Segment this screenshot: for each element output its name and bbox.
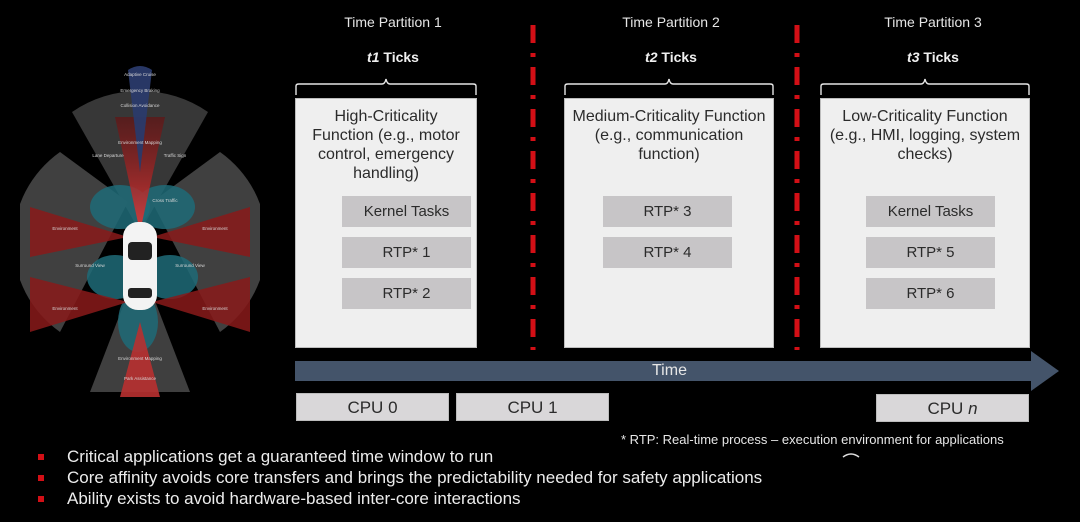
partition-1-brace [295,78,477,95]
partition-3-box: Low-Criticality Function (e.g., HMI, log… [820,98,1030,348]
partition-divider-1 [530,25,536,350]
bullet-item: Ability exists to avoid hardware-based i… [38,488,838,509]
cpu-1-box: CPU 1 [456,393,609,421]
partition-3-function: Low-Criticality Function (e.g., HMI, log… [829,108,1021,163]
label-park-assist: Park Assistance [124,376,157,381]
label-env-left-bottom: Environment [52,306,78,311]
label-env-right-top: Environment [202,226,228,231]
sensor-zones [20,66,260,397]
partition-2-ticks: t2 Ticks [571,49,771,65]
task-kernel-tasks: Kernel Tasks [342,196,471,227]
label-emergency-braking: Emergency Braking [120,88,160,93]
task-rtp-3: RTP* 3 [603,196,732,227]
partition-2-box: Medium-Criticality Function (e.g., commu… [564,98,774,348]
label-front-env-mapping: Environment Mapping [118,140,162,145]
task-rtp-4: RTP* 4 [603,237,732,268]
partition-2-brace [564,78,774,95]
label-lane-departure: Lane Departure [92,153,124,158]
partition-1-ticks: t1 Ticks [293,49,493,65]
partition-1-box: High-Criticality Function (e.g., motor c… [295,98,477,348]
ticks-word: Ticks [923,49,959,65]
partition-2-title: Time Partition 2 [622,14,720,30]
bullet-item: Critical applications get a guaranteed t… [38,446,838,467]
label-env-left-top: Environment [52,226,78,231]
cpu-id: 0 [388,398,398,417]
time-label: Time [652,362,687,379]
partition-1-title: Time Partition 1 [344,14,442,30]
decorative-arc-icon [842,453,860,458]
label-rear-env: Environment Mapping [118,356,162,361]
partition-divider-2 [794,25,800,350]
bullet-square-icon [38,453,44,460]
cpu-0-box: CPU 0 [296,393,449,421]
cpu-id: 1 [548,398,558,417]
bullet-square-icon [38,495,44,502]
ticks-var: t2 [645,49,658,65]
partition-2-function: Medium-Criticality Function (e.g., commu… [572,108,766,163]
bullet-text: Core affinity avoids core transfers and … [67,467,763,487]
time-arrow [295,351,1059,391]
label-traffic-sign: Traffic Sign [164,153,187,158]
cpu-prefix: CPU [507,398,544,417]
partition-3-ticks: t3 Ticks [833,49,1033,65]
label-surround-right: Surround View [175,263,205,268]
ticks-word: Ticks [661,49,697,65]
bullet-square-icon [38,474,44,481]
cpu-id: n [968,399,978,418]
car-icon [123,222,157,310]
label-env-right-bottom: Environment [202,306,228,311]
task-rtp-6: RTP* 6 [866,278,995,309]
task-kernel-tasks: Kernel Tasks [866,196,995,227]
label-adaptive-cruise: Adaptive Cruise [124,72,156,77]
task-rtp-2: RTP* 2 [342,278,471,309]
partition-3-brace [820,78,1030,95]
bullet-text: Ability exists to avoid hardware-based i… [67,488,521,508]
partition-3-title: Time Partition 3 [884,14,982,30]
cpu-prefix: CPU [927,399,964,418]
car-sensor-illustration: Adaptive Cruise Emergency Braking Collis… [20,66,260,397]
task-rtp-5: RTP* 5 [866,237,995,268]
rtp-footnote: * RTP: Real-time process – execution env… [621,432,1004,447]
label-collision-avoidance: Collision Avoidance [121,103,160,108]
task-rtp-1: RTP* 1 [342,237,471,268]
cpu-prefix: CPU [347,398,384,417]
cpu-n-box: CPU n [876,394,1029,422]
bullet-item: Core affinity avoids core transfers and … [38,467,838,488]
ticks-var: t3 [907,49,920,65]
label-cross-traffic: Cross Traffic [152,198,178,203]
bullet-list: Critical applications get a guaranteed t… [38,446,838,509]
ticks-var: t1 [367,49,380,65]
partition-1-function: High-Criticality Function (e.g., motor c… [312,108,460,182]
label-surround-left: Surround View [75,263,105,268]
bullet-text: Critical applications get a guaranteed t… [67,446,494,466]
ticks-word: Ticks [383,49,419,65]
